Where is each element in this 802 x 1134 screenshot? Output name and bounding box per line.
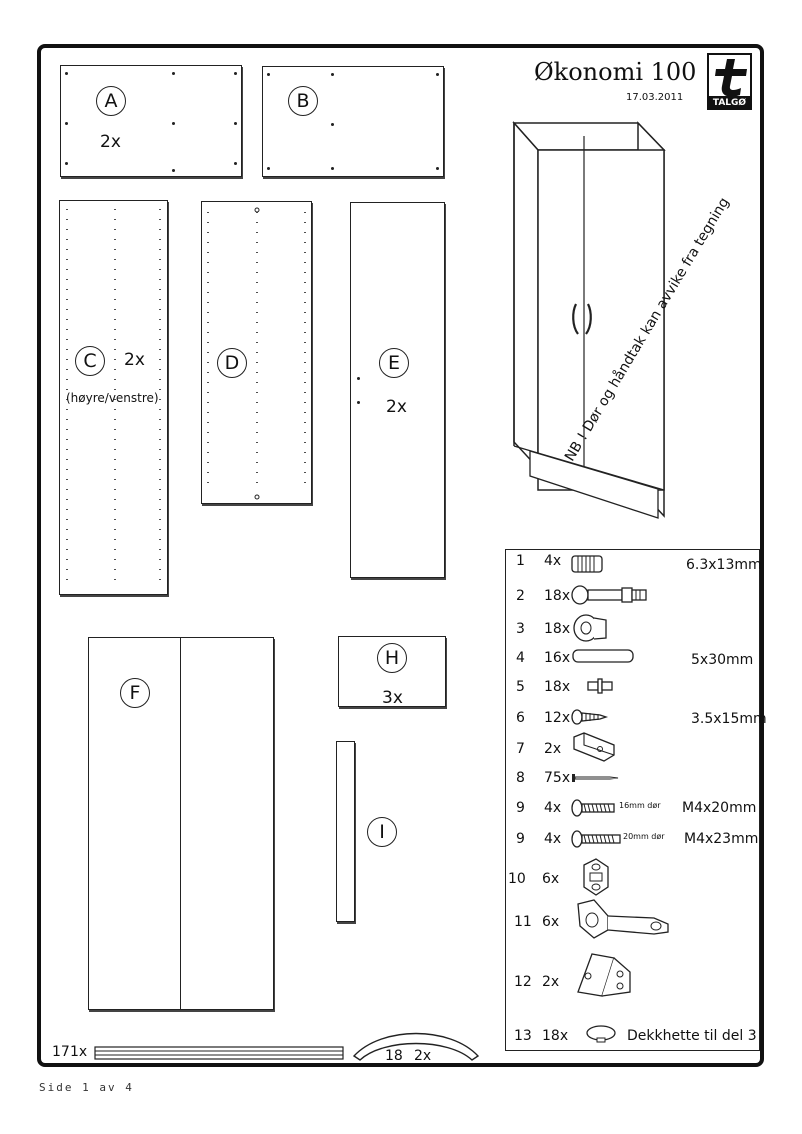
- part-label-f: F: [120, 678, 150, 708]
- hardware-row-5: 5 18x: [516, 676, 772, 706]
- hinge-plate-icon: [583, 858, 609, 896]
- hardware-row-2: 2 18x: [516, 583, 772, 613]
- hardware-row-8: 8 75x: [516, 765, 772, 795]
- panel-f: [88, 637, 274, 1010]
- hinge-icon: [577, 899, 669, 939]
- part-label-e: E: [379, 348, 409, 378]
- hardware-row-13: 13 18x Dekkhette til del 3: [514, 1024, 770, 1054]
- hardware-row-4: 4 16x 5x30mm: [516, 645, 772, 675]
- page-frame: [37, 44, 764, 1067]
- document-date: 17.03.2011: [626, 92, 684, 103]
- hardware-row-9a: 9 4x 16mm dør M4x20mm: [516, 795, 772, 825]
- hardware-row-7: 7 2x: [516, 732, 772, 763]
- hardware-row-6: 6 12x 3.5x15mm: [516, 705, 772, 735]
- hardware-row-10: 10 6x: [508, 857, 764, 897]
- part-e-qty: 2x: [386, 397, 407, 417]
- part-label-c: C: [75, 346, 105, 376]
- logo-text: TALGØ: [707, 96, 752, 110]
- page-number: Side 1 av 4: [39, 1081, 134, 1094]
- part-c-qty: 2x: [124, 350, 145, 370]
- hardware-row-3: 3 18x: [516, 612, 772, 642]
- hardware-row-1: 1 4x 6.3x13mm: [516, 553, 762, 573]
- panel-a: [60, 65, 242, 177]
- part-h-qty: 3x: [382, 688, 403, 708]
- machine-screw-icon: [571, 830, 621, 848]
- hardware-row-9b: 9 4x 20mm dør M4x23mm: [516, 826, 772, 856]
- cover-cap-icon: [586, 1025, 616, 1043]
- nail-icon: [572, 774, 619, 782]
- part-17-number: 17: [52, 1044, 70, 1060]
- panel-b: [262, 66, 444, 177]
- wood-dowel-icon: [572, 649, 634, 663]
- part-a-qty: 2x: [100, 132, 121, 152]
- cam-lock-icon: [573, 614, 607, 642]
- dowel-icon: [571, 555, 603, 573]
- part-label-d: D: [217, 348, 247, 378]
- rail-bracket-icon: [573, 732, 615, 762]
- part-label-i: I: [367, 817, 397, 847]
- hardware-row-11: 11 6x: [514, 899, 770, 950]
- part-label-a: A: [96, 86, 126, 116]
- part-label-b: B: [288, 86, 318, 116]
- hardware-list: 1 4x 6.3x13mm 2 18x 3 18x 4: [505, 549, 767, 1051]
- page-title: Økonomi 100: [534, 58, 697, 86]
- panel-c: [59, 200, 168, 595]
- shelf-pin-icon: [587, 678, 613, 694]
- part-label-h: H: [377, 643, 407, 673]
- wardrobe-illustration: [508, 116, 678, 530]
- part-18-qty: 2x: [414, 1048, 432, 1064]
- screw-icon: [571, 709, 609, 725]
- panel-d: [201, 201, 312, 504]
- hardware-row-12: 12 2x: [514, 953, 770, 1014]
- part-18-handle: [352, 1030, 480, 1068]
- machine-screw-icon: [571, 799, 615, 817]
- panel-i: [336, 741, 355, 922]
- cam-bolt-icon: [571, 585, 647, 605]
- angle-bracket-icon: [577, 953, 631, 997]
- part-c-note: (høyre/venstre): [66, 391, 159, 405]
- part-17-qty: 1x: [70, 1044, 88, 1060]
- part-17-strip: [94, 1045, 344, 1064]
- part-18-number: 18: [385, 1048, 403, 1064]
- panel-e: [350, 202, 445, 578]
- talgo-logo-icon: TALGØ: [707, 53, 752, 111]
